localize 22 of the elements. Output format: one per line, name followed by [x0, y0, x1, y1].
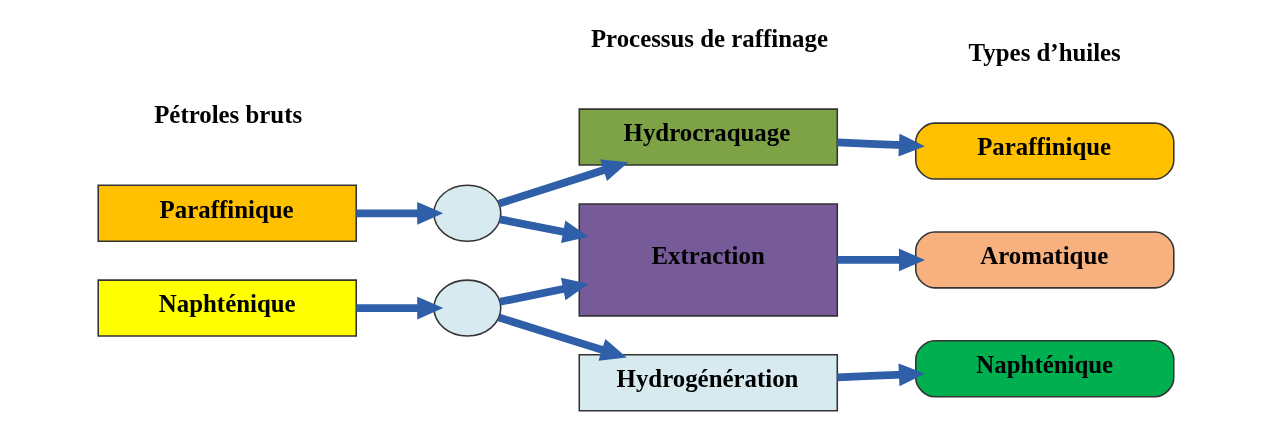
node-box: Naphténique — [96, 279, 357, 337]
node-box: Paraffinique — [96, 184, 357, 243]
label: Processus de raffinage — [590, 24, 828, 52]
arrow — [836, 133, 925, 157]
arrow — [355, 201, 443, 225]
node-box: Aromatique — [914, 231, 1175, 289]
node-box: Paraffinique — [914, 122, 1175, 180]
arrow — [836, 363, 925, 387]
node-box: Extraction — [578, 203, 838, 317]
label: Pétroles bruts — [153, 100, 302, 128]
arrow — [498, 215, 589, 243]
arrow — [836, 248, 925, 272]
node-box: Naphténique — [914, 339, 1175, 398]
label: Types d’huiles — [968, 38, 1121, 66]
arrow — [497, 313, 627, 361]
arrow — [498, 277, 589, 306]
arrow — [355, 296, 443, 320]
node-box: Hydrogénération — [578, 353, 838, 412]
node-circle — [432, 279, 502, 337]
arrow — [497, 159, 628, 208]
node-circle — [432, 184, 502, 243]
node-box: Hydrocraquage — [578, 108, 838, 166]
